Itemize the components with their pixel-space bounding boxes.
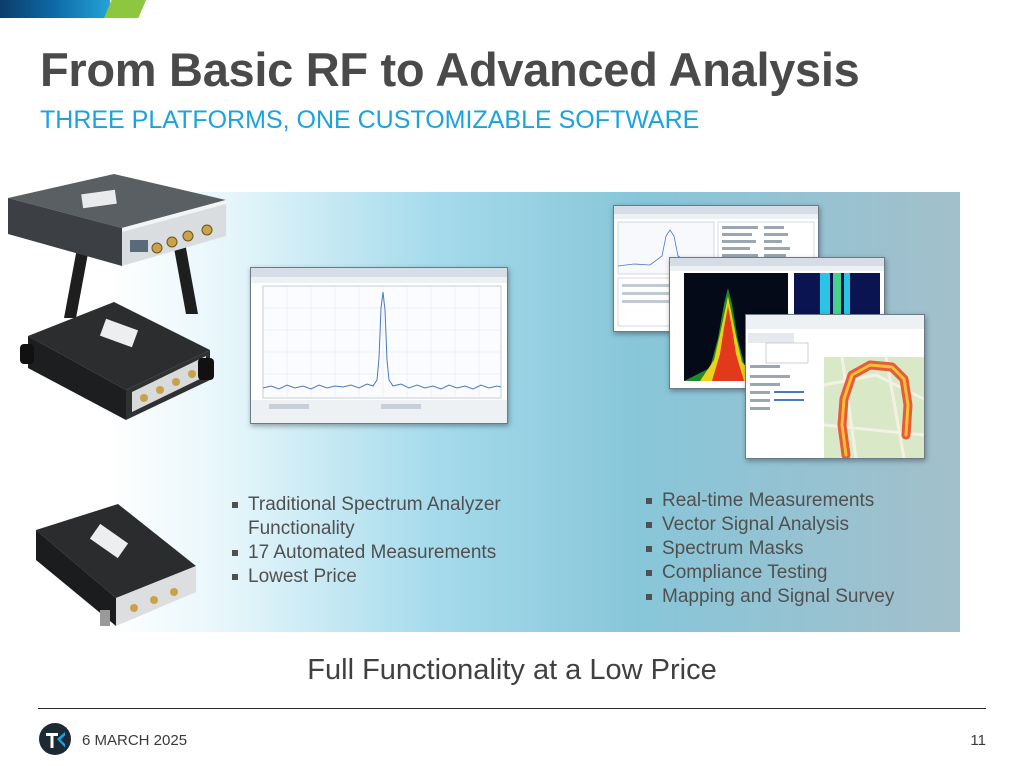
list-item: Spectrum Masks <box>644 537 944 561</box>
device-image-bottom <box>36 504 196 626</box>
advanced-features-list: Real-time Measurements Vector Signal Ana… <box>644 489 944 609</box>
list-item: Lowest Price <box>230 565 530 589</box>
slide-title: From Basic RF to Advanced Analysis <box>40 43 860 96</box>
list-item: Traditional Spectrum Analyzer Functional… <box>230 493 530 541</box>
tektronix-logo-icon <box>39 723 71 755</box>
slide-subtitle: THREE PLATFORMS, ONE CUSTOMIZABLE SOFTWA… <box>40 106 700 134</box>
list-item: 17 Automated Measurements <box>230 541 530 565</box>
footer-date: 6 MARCH 2025 <box>82 732 188 749</box>
basic-features-list: Traditional Spectrum Analyzer Functional… <box>230 493 530 589</box>
device-image-top <box>8 174 226 318</box>
list-item: Compliance Testing <box>644 561 944 585</box>
device-image-middle <box>20 302 214 420</box>
footer-divider <box>38 708 986 709</box>
list-item: Vector Signal Analysis <box>644 513 944 537</box>
slide-tagline: Full Functionality at a Low Price <box>307 654 717 686</box>
signal-mapping-view-image <box>746 315 924 458</box>
spectrum-trace-image <box>251 268 507 423</box>
corner-accent-bar <box>0 0 150 18</box>
software-screenshot-front <box>745 314 925 459</box>
list-item: Mapping and Signal Survey <box>644 585 944 609</box>
page-number: 11 <box>970 732 986 749</box>
spectrum-analyzer-screenshot <box>250 267 508 424</box>
list-item: Real-time Measurements <box>644 489 944 513</box>
